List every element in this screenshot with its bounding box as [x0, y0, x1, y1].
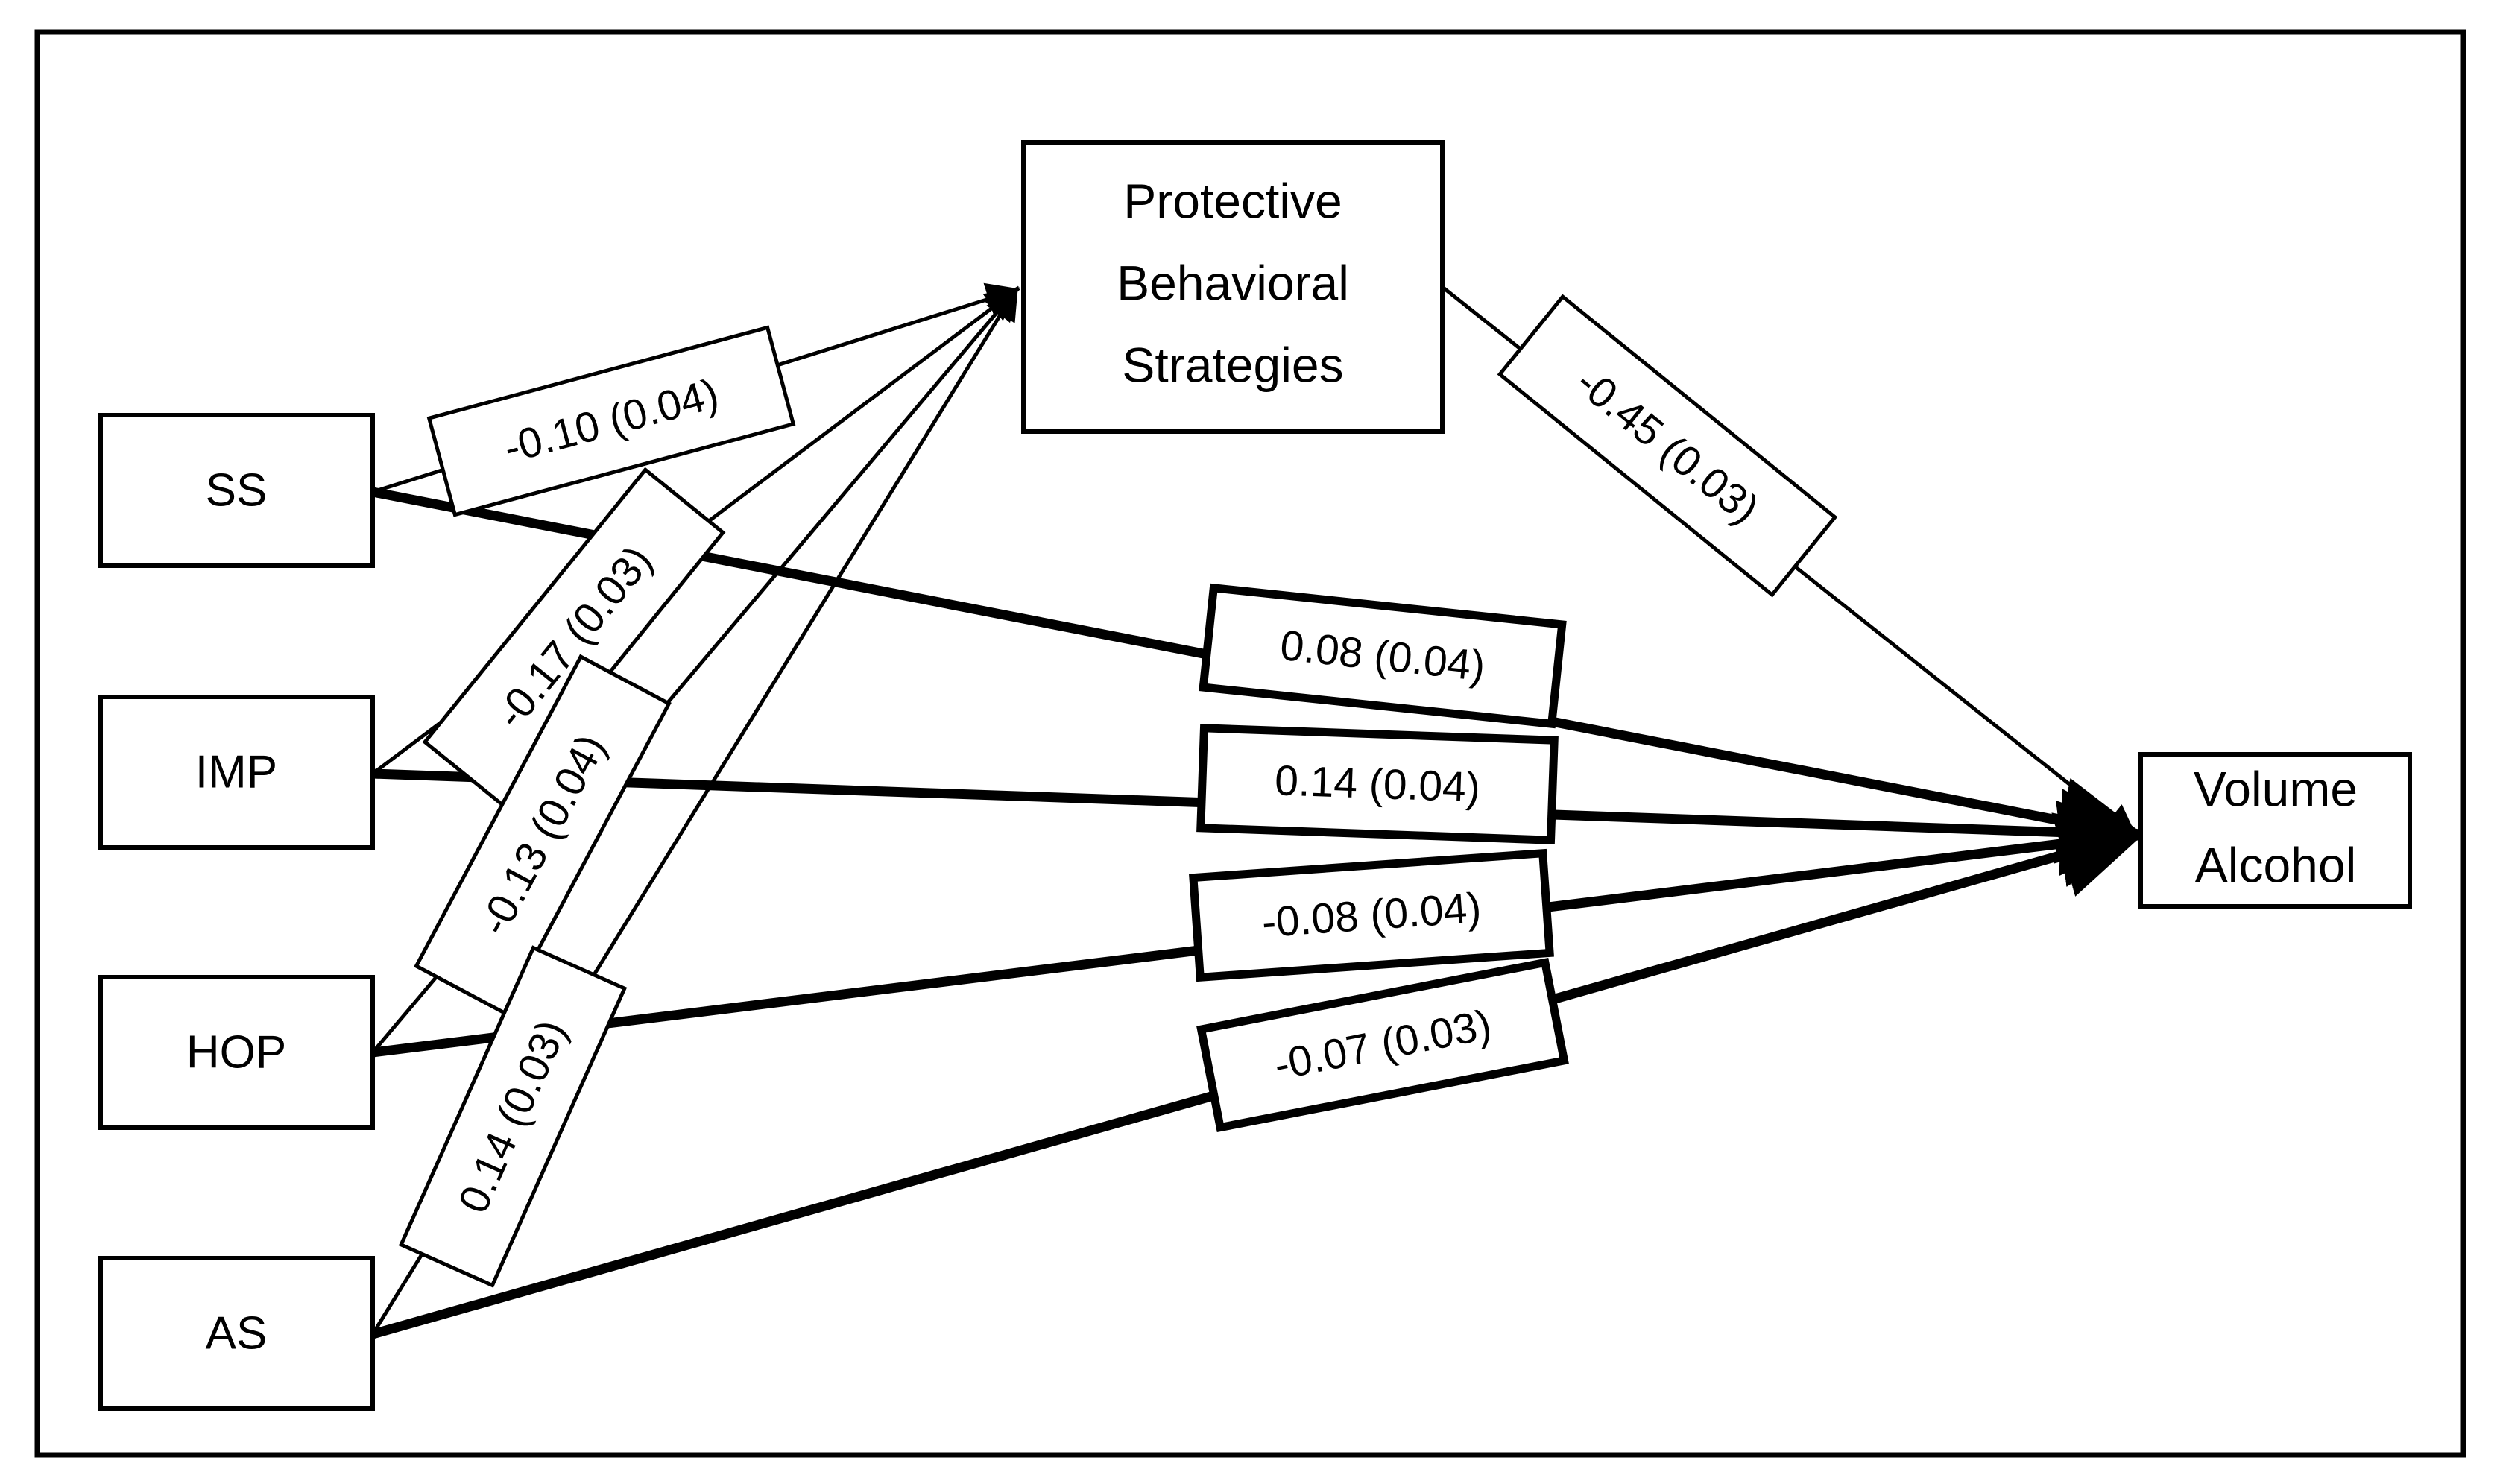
edge-label-as-pbs-plate[interactable] — [398, 945, 628, 1288]
node-pbs[interactable]: Protective Behavioral Strategies — [1021, 140, 1445, 434]
edge-label-imp-pbs-plate[interactable] — [422, 467, 726, 808]
node-volume-alcohol-label-line1: Volume — [2194, 761, 2358, 816]
edge-label-as-vol-plate[interactable] — [1196, 957, 1569, 1133]
outer-frame — [34, 29, 2466, 1458]
edge-label-imp-vol-text: 0.14 (0.04) — [1274, 757, 1481, 812]
edge-label-imp-vol[interactable]: 0.14 (0.04) — [1196, 724, 1559, 844]
node-imp[interactable]: IMP — [98, 695, 375, 850]
node-pbs-label-line3: Strategies — [1122, 337, 1343, 392]
edge-label-as-vol[interactable]: -0.07 (0.03) — [1196, 957, 1569, 1133]
edge-label-ss-vol-plate[interactable] — [1199, 583, 1567, 729]
edge-label-pbs-vol-plate[interactable] — [1497, 294, 1838, 598]
node-hop-box[interactable] — [98, 975, 375, 1130]
node-hop-label: HOP — [186, 1026, 286, 1078]
edge-label-ss-vol[interactable]: 0.08 (0.04) — [1199, 583, 1567, 729]
node-as-label: AS — [206, 1307, 268, 1359]
edge-label-hop-vol-plate[interactable] — [1189, 848, 1554, 982]
edge-label-hop-vol[interactable]: -0.08 (0.04) — [1189, 848, 1554, 982]
node-pbs-label-line1: Protective — [1123, 173, 1342, 228]
node-as-box[interactable] — [98, 1256, 375, 1411]
node-imp-box[interactable] — [98, 695, 375, 850]
node-volume-alcohol-box[interactable] — [2138, 752, 2412, 909]
edge-label-as-pbs[interactable]: 0.14 (0.03) — [398, 945, 628, 1288]
edge-label-pbs-vol[interactable]: -0.45 (0.03) — [1497, 294, 1838, 598]
node-ss-label: SS — [206, 464, 268, 516]
node-volume-alcohol[interactable]: Volume Alcohol — [2138, 752, 2412, 909]
node-ss[interactable]: SS — [98, 413, 375, 568]
edge-label-hop-pbs-plate[interactable] — [414, 654, 672, 1016]
node-pbs-box[interactable] — [1021, 140, 1445, 434]
node-ss-box[interactable] — [98, 413, 375, 568]
edge-label-ss-pbs[interactable]: -0.10 (0.04) — [426, 325, 796, 517]
node-imp-label: IMP — [195, 746, 277, 798]
node-hop[interactable]: HOP — [98, 975, 375, 1130]
edge-label-ss-pbs-plate[interactable] — [426, 325, 796, 517]
node-as[interactable]: AS — [98, 1256, 375, 1411]
node-volume-alcohol-label-line2: Alcohol — [2195, 837, 2356, 892]
node-pbs-label-line2: Behavioral — [1117, 255, 1349, 310]
edge-label-imp-vol-plate[interactable] — [1196, 724, 1559, 844]
